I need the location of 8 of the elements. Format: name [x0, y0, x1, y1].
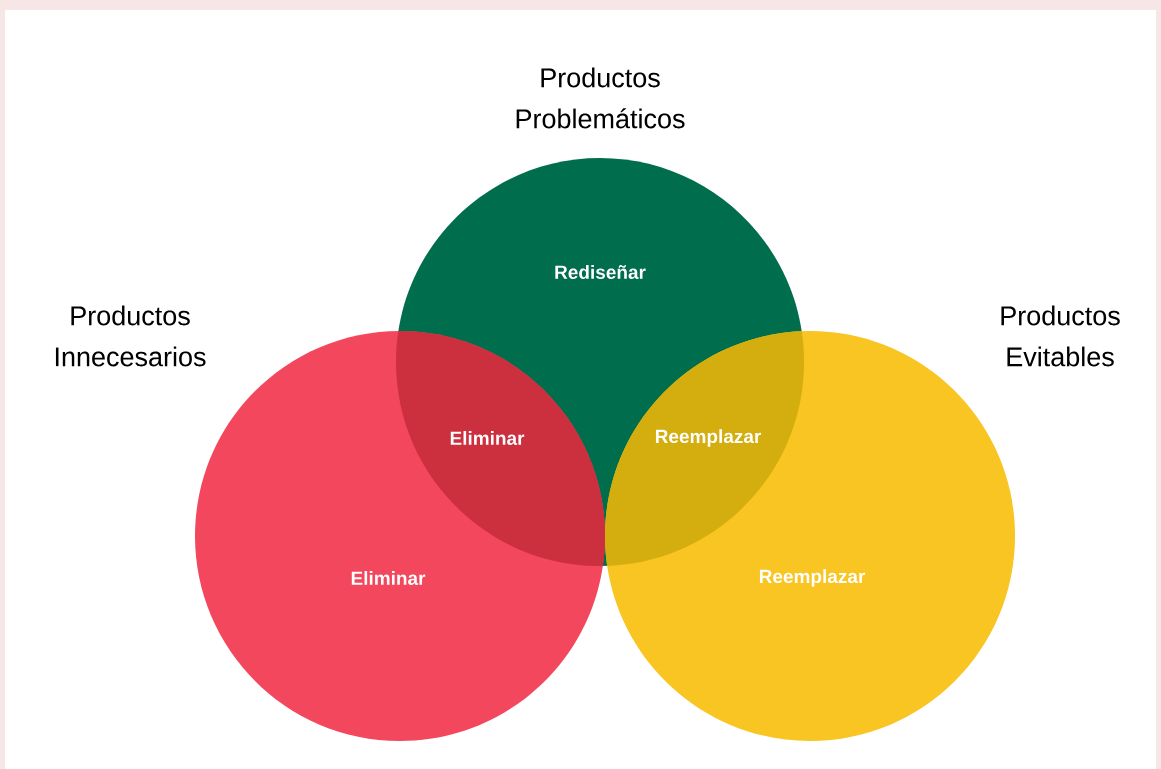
circle-heading: Productos Problemáticos	[516, 67, 685, 129]
circle-heading: Productos Evitables	[1001, 305, 1120, 367]
overlap-label: Eliminar	[450, 431, 525, 445]
circle-heading: Productos Innecesarios	[55, 305, 206, 367]
circle-label: Eliminar	[351, 571, 426, 585]
overlap-label: Reemplazar	[655, 429, 762, 447]
circle-label: Rediseñar	[555, 265, 646, 279]
circle-label: Reemplazar	[759, 569, 866, 587]
